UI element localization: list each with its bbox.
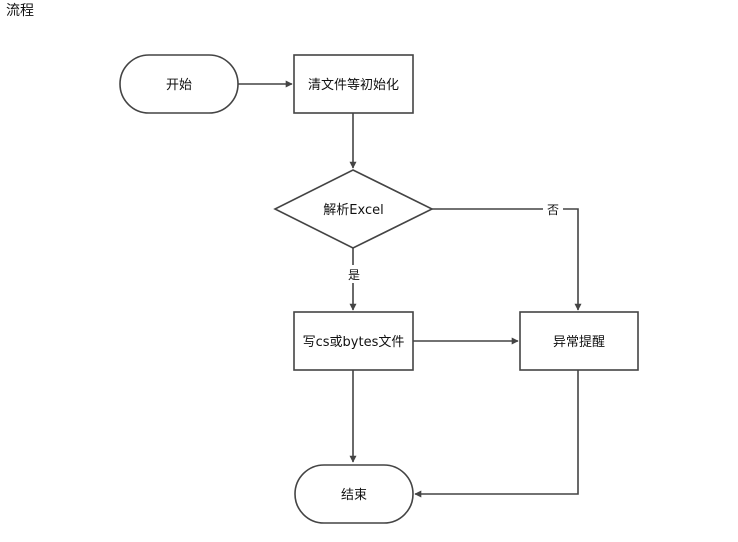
node-error bbox=[519, 311, 639, 371]
node-start bbox=[119, 54, 239, 114]
node-parse bbox=[273, 169, 434, 249]
node-start-label: 开始 bbox=[166, 78, 192, 93]
edge-label-no-bg bbox=[543, 201, 563, 217]
edge-label-yes-bg bbox=[344, 265, 364, 283]
edge-error-to-end bbox=[414, 370, 579, 498]
node-init bbox=[293, 54, 414, 114]
page-title: 流程 bbox=[6, 3, 34, 19]
node-write-label: 写cs或bytes文件 bbox=[303, 335, 405, 350]
edge-label-yes: 是 bbox=[348, 268, 360, 282]
node-write bbox=[293, 311, 414, 371]
edge-parse-to-error bbox=[432, 208, 582, 311]
edge-label-no: 否 bbox=[547, 203, 559, 217]
node-error-label: 异常提醒 bbox=[553, 334, 605, 350]
node-init-label: 清文件等初始化 bbox=[308, 77, 399, 93]
node-parse-label: 解析Excel bbox=[323, 203, 383, 218]
node-end-label: 结束 bbox=[341, 488, 367, 503]
node-end bbox=[294, 464, 414, 524]
